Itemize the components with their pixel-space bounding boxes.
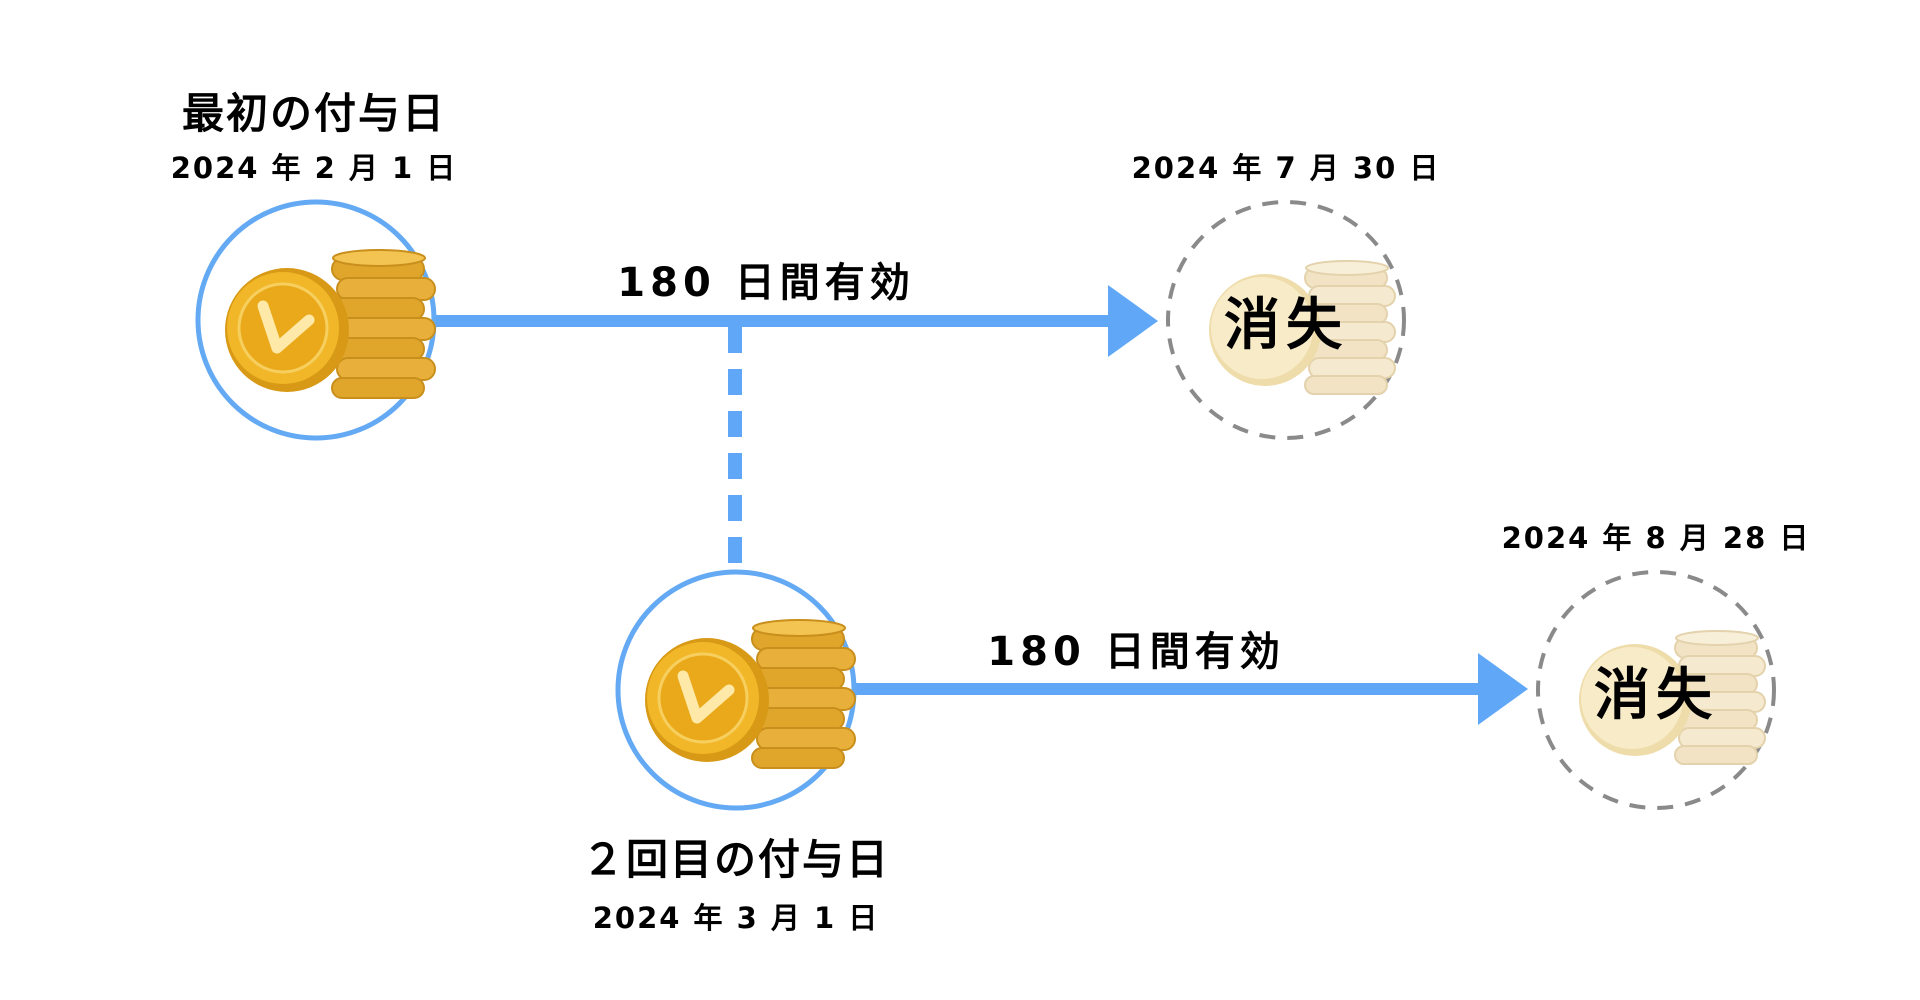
first-grant-date: 2024 年 2 月 1 日 [171,151,458,185]
second-grant-label: ２回目の付与日 [582,835,890,884]
connectors [436,285,1528,725]
validity-label-2: 180 日間有効 [987,629,1284,675]
second-grant-node: ２回目の付与日 2024 年 3 月 1 日 [582,569,890,935]
first-expiry-status: 消失 [1224,293,1348,358]
first-grant-node: 最初の付与日 2024 年 2 月 1 日 [171,89,458,441]
arrow-head-2 [1478,653,1528,725]
first-expiry-node: 消失 2024 年 7 月 30 日 [1132,151,1441,440]
first-grant-label: 最初の付与日 [182,89,446,138]
second-expiry-status: 消失 [1594,663,1718,728]
second-grant-date: 2024 年 3 月 1 日 [593,901,880,935]
validity-label-1: 180 日間有効 [617,260,914,306]
arrow-line-2 [852,683,1484,695]
second-expiry-date: 2024 年 8 月 28 日 [1502,521,1811,555]
first-expiry-date: 2024 年 7 月 30 日 [1132,151,1441,185]
second-expiry-node: 消失 2024 年 8 月 28 日 [1502,521,1811,810]
arrow-head-1 [1108,285,1158,357]
arrow-line-1 [436,315,1116,327]
